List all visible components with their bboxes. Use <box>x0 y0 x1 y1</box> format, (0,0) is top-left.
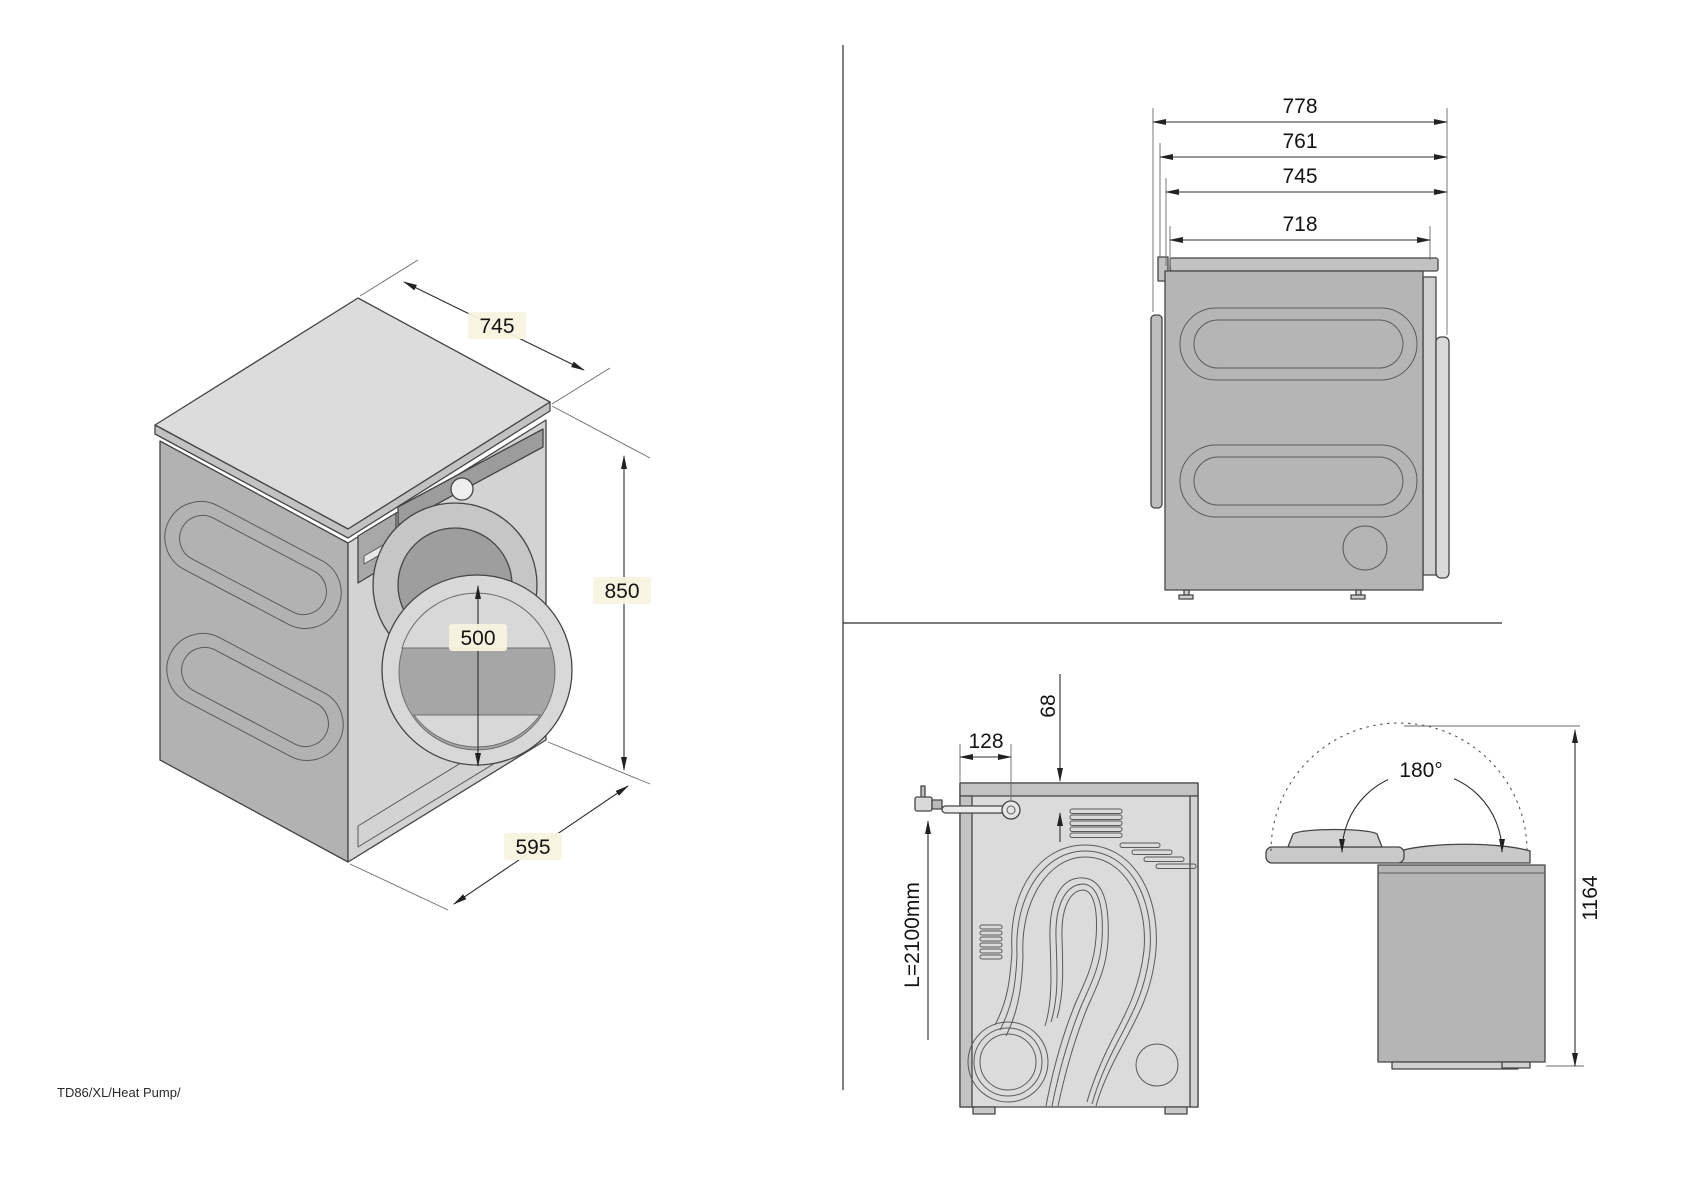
rear-cap-circle <box>1135 1043 1179 1087</box>
lid-closed-half <box>1399 843 1531 864</box>
rear-recess-contours <box>967 844 1157 1107</box>
ext-line <box>359 259 419 297</box>
quadrant-dividers <box>842 45 1502 1090</box>
isometric-view: 745 850 500 595 <box>154 259 651 911</box>
dim-label-height: 850 <box>604 580 639 603</box>
dim-label-angle: 180° <box>1399 759 1442 782</box>
dim-label-1164: 1164 <box>1579 875 1602 920</box>
vent-louvers-diagonal <box>1119 842 1197 869</box>
feet <box>1178 589 1366 600</box>
dryer-body-side <box>1377 864 1546 1063</box>
side-view: 778 761 745 718 <box>1150 95 1450 600</box>
power-plug-icon <box>914 785 943 812</box>
ext-line <box>551 405 651 459</box>
rear-panel <box>1422 276 1437 576</box>
cable-entry-grommet <box>1001 800 1021 820</box>
dim-label-128: 128 <box>968 730 1003 753</box>
label-halo <box>449 624 507 651</box>
ext-line <box>551 367 611 405</box>
ext-line <box>349 863 449 911</box>
side-embossing-upper <box>164 500 342 630</box>
dim-label-width: 595 <box>515 836 550 859</box>
dim-label-depth: 745 <box>479 315 514 338</box>
dim-label-cable-length: L=2100mm <box>901 882 924 988</box>
top-panel-edge <box>154 401 551 539</box>
label-halo <box>504 833 562 860</box>
dim-label-68: 68 <box>1037 694 1060 717</box>
vent-louvers-top <box>1069 808 1123 838</box>
side-embossing-lower <box>1179 444 1418 518</box>
lid-open-dome <box>1287 828 1383 848</box>
dim-label-778: 778 <box>1282 95 1317 118</box>
hinge-bump <box>1157 256 1169 282</box>
base-strip <box>1391 1061 1519 1070</box>
lid-open-view: 180° 1164 <box>1265 722 1602 1070</box>
model-code-text: TD86/XL/Heat Pump/ <box>57 1085 181 1100</box>
rear-view: 128 68 L=2100mm <box>901 674 1199 1115</box>
control-panel-strip <box>397 428 544 526</box>
service-cap-circle <box>1342 525 1388 571</box>
top-panel <box>1169 257 1439 272</box>
rear-left-band <box>959 795 973 1108</box>
dim-label-745: 745 <box>1282 165 1317 188</box>
side-embossing-lower <box>166 632 344 762</box>
ext-line <box>547 741 651 785</box>
program-knob <box>450 477 474 501</box>
dim-label-door: 500 <box>460 627 495 650</box>
rear-outer-panel <box>1435 336 1450 579</box>
label-halo <box>593 577 651 604</box>
vent-louvers-left <box>979 924 1003 960</box>
door-edge-strip <box>1150 314 1163 509</box>
dim-label-761: 761 <box>1282 130 1317 153</box>
rear-top-band <box>959 782 1199 797</box>
dim-label-718: 718 <box>1282 213 1317 236</box>
cabinet-body <box>1164 270 1424 591</box>
rear-right-band <box>1189 795 1199 1108</box>
rear-feet <box>972 1106 1188 1115</box>
lid-open-tray <box>1265 846 1405 864</box>
label-halo <box>468 312 526 339</box>
side-embossing-upper <box>1179 307 1418 381</box>
power-cable <box>914 785 1021 820</box>
base-foot <box>1501 1061 1531 1069</box>
label-bg <box>1388 756 1454 782</box>
